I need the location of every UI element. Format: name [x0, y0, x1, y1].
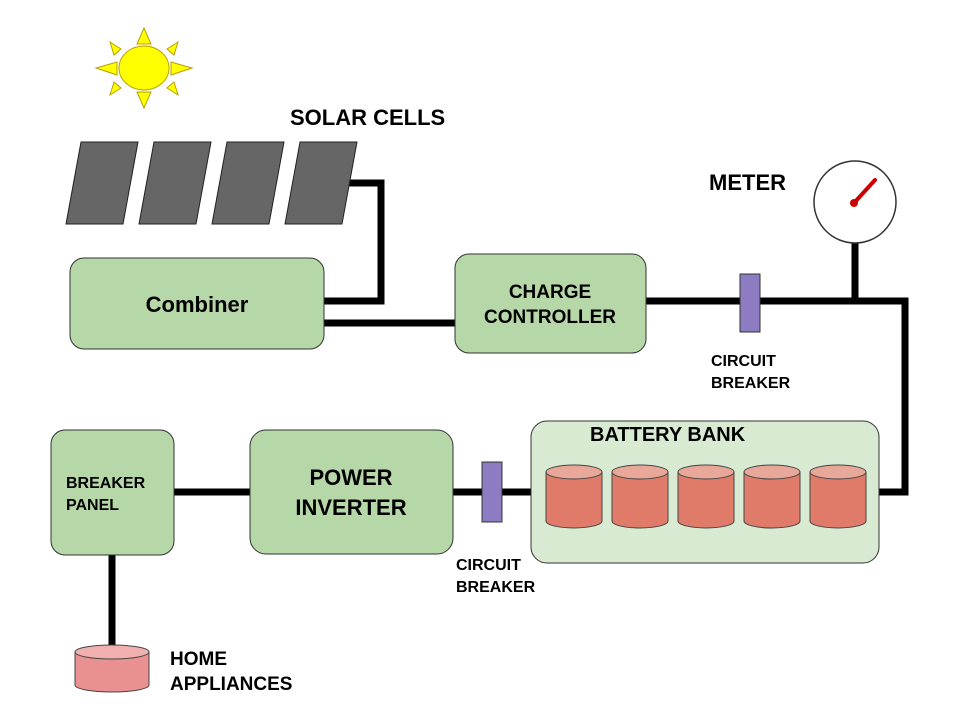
combiner-box: Combiner — [69, 257, 325, 350]
breaker-panel-box: BREAKER PANEL — [50, 429, 175, 556]
breaker-panel-label-line2: PANEL — [66, 497, 119, 514]
solar-panel-icon — [211, 141, 285, 225]
appliance-icon — [74, 644, 150, 693]
meter-label: METER — [709, 170, 786, 195]
battery-cell-icon — [809, 464, 867, 529]
solar-panel-icon — [284, 141, 358, 225]
circuit-breaker-right — [739, 273, 761, 333]
gauge-icon — [813, 160, 897, 244]
wire-solar-to-combiner — [324, 179, 385, 305]
combiner-label: Combiner — [146, 292, 249, 317]
battery-cell-icon — [611, 464, 669, 529]
solar-panel-icon — [65, 141, 139, 225]
home-appliances-label-line2: APPLIANCES — [170, 674, 292, 695]
power-inverter-box: POWER INVERTER — [249, 429, 454, 555]
home-appliances-label-line1: HOME — [170, 649, 227, 670]
circuit-breaker-right-label-line2: BREAKER — [711, 375, 791, 392]
charge-controller-label-line1: CHARGE — [509, 282, 591, 303]
battery-bank-box: BATTERY BANK — [530, 420, 880, 564]
solar-cells-label: SOLAR CELLS — [290, 105, 445, 130]
circuit-breaker-left-label-line2: BREAKER — [456, 579, 536, 596]
sun-icon — [94, 26, 194, 110]
battery-bank-label: BATTERY BANK — [590, 424, 746, 446]
circuit-breaker-left-label-line1: CIRCUIT — [456, 557, 521, 574]
charge-controller-label-line2: CONTROLLER — [484, 307, 616, 328]
circuit-breaker-left — [481, 461, 503, 523]
charge-controller-box: CHARGE CONTROLLER — [454, 253, 647, 354]
battery-cell-icon — [545, 464, 603, 529]
solar-panels — [65, 141, 358, 225]
power-inverter-label-line2: INVERTER — [295, 495, 406, 520]
battery-cell-icon — [743, 464, 801, 529]
battery-cells — [545, 464, 867, 529]
solar-panel-icon — [138, 141, 212, 225]
wire-controller-to-battery — [646, 297, 909, 496]
battery-cell-icon — [677, 464, 735, 529]
circuit-breaker-right-label-line1: CIRCUIT — [711, 353, 776, 370]
power-inverter-label-line1: POWER — [309, 465, 392, 490]
breaker-panel-label-line1: BREAKER — [66, 475, 146, 492]
